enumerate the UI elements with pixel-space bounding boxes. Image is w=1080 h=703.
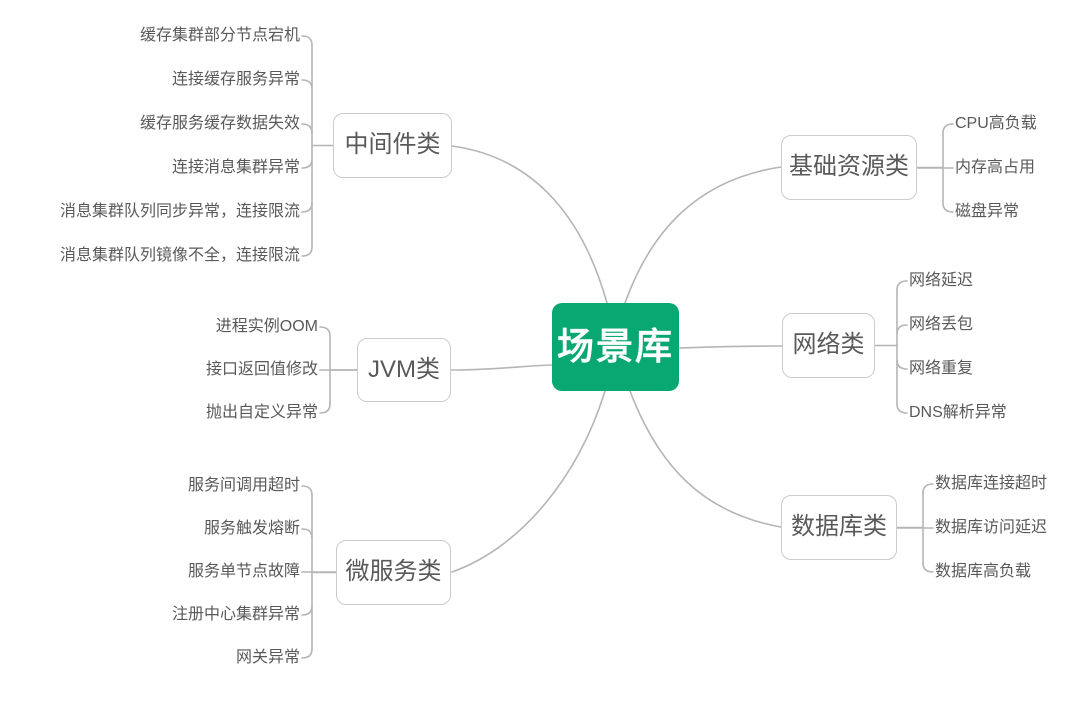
leaf-node: 缓存服务缓存数据失效 [139,115,300,132]
branch-node-0: 中间件类 [333,113,452,178]
connector-path [301,648,313,659]
leaf-node: 数据库访问延迟 [935,519,1048,536]
root-node: 场景库 [552,303,679,391]
connector-path [629,390,782,528]
connector-path [301,528,313,539]
connector-path [450,364,553,371]
leaf-node: 消息集群队列镜像不全，连接限流 [59,247,300,264]
connector-path [451,390,606,573]
connector-path [301,246,313,257]
leaf-node: 接口返回值修改 [205,361,318,378]
connector-path [942,202,954,213]
leaf-node: 服务触发熔断 [203,520,300,537]
branch-node-4: 网络类 [782,313,875,378]
connector-path [922,483,934,494]
connector-path [301,158,313,169]
connector-path [301,35,313,46]
leaf-node: 连接缓存服务异常 [171,71,300,88]
connector-path [896,280,908,291]
leaf-node: 网关异常 [235,649,300,666]
leaf-node: 数据库连接超时 [935,475,1048,492]
leaf-node: 进程实例OOM [215,318,318,335]
leaf-node: 缓存集群部分节点宕机 [139,27,300,44]
connector-path [922,562,934,573]
leaf-node: DNS解析异常 [909,404,1007,421]
connector-path [301,605,313,616]
leaf-node: 网络重复 [909,360,974,377]
branch-node-3: 基础资源类 [781,135,917,200]
leaf-node: 网络延迟 [909,272,974,289]
leaf-node: 磁盘异常 [955,203,1020,220]
connector-path [319,403,331,414]
connector-path [624,166,782,304]
connector-path [896,359,908,370]
connector-path [942,123,954,134]
leaf-node: 服务间调用超时 [187,477,300,494]
connector-path [451,145,608,304]
leaf-node: 注册中心集群异常 [171,606,300,623]
leaf-node: 抛出自定义异常 [205,404,318,421]
leaf-node: 服务单节点故障 [187,563,300,580]
connector-path [301,123,313,134]
leaf-node: 网络丢包 [909,316,974,333]
leaf-node: CPU高负载 [955,115,1037,132]
branch-node-2: 微服务类 [336,540,451,605]
connector-path [896,324,908,335]
branch-node-1: JVM类 [357,338,451,402]
branch-node-5: 数据库类 [781,495,897,560]
connector-path [319,326,331,337]
connector-path [301,485,313,496]
connector-path [301,79,313,90]
leaf-node: 消息集群队列同步异常，连接限流 [59,203,300,220]
leaf-node: 内存高占用 [955,159,1036,176]
leaf-node: 连接消息集群异常 [171,159,300,176]
connector-path [678,345,783,349]
connector-path [896,403,908,414]
leaf-node: 数据库高负载 [935,563,1032,580]
connector-path [301,202,313,213]
